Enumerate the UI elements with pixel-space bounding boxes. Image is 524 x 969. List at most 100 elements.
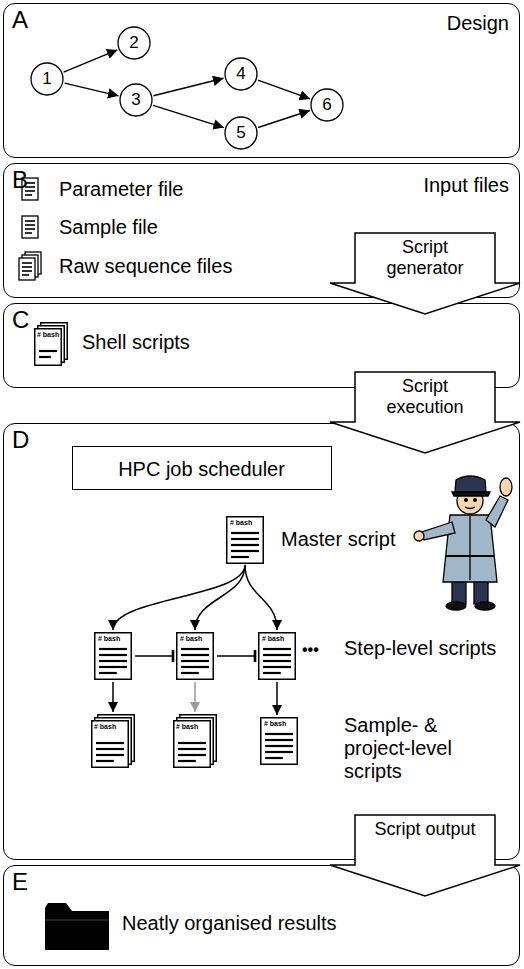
page-outline (177, 633, 214, 680)
page-text-bar (181, 660, 209, 662)
flow-arrow: Script output (330, 815, 520, 897)
step-circle: 4 (224, 57, 258, 91)
scheduler-box: HPC job scheduler (72, 446, 332, 490)
script-tag: # bash (37, 331, 59, 339)
input-file-label: Sample file (59, 216, 158, 239)
page-text-bar (96, 748, 124, 750)
arrow-outline (330, 233, 520, 314)
flow-arrow: Script execution (330, 372, 520, 454)
page-text-bar (263, 672, 281, 674)
script-stack-icon: # bash (173, 714, 217, 768)
step-circle: 1 (30, 62, 64, 96)
panel-title: Neatly organised results (122, 912, 337, 935)
page-text-bar (265, 733, 293, 735)
circle-outline (225, 58, 257, 90)
page-text-bar (96, 760, 114, 762)
panel-title: Design (384, 12, 509, 35)
script-tag: # bash (98, 635, 120, 643)
page-text-bar (96, 754, 124, 756)
script-tag: # bash (94, 723, 116, 731)
flow-connector (276, 682, 278, 715)
input-file-label: Parameter file (59, 178, 184, 201)
page-outline (259, 633, 296, 680)
page-outline (95, 633, 132, 680)
page-outline (174, 721, 211, 768)
flow-arrow-text: Script execution (370, 376, 480, 417)
flow-connector (258, 80, 310, 99)
file-icon (22, 216, 38, 238)
panel-letter: C (12, 306, 29, 334)
script-tag: # bash (264, 720, 286, 728)
page-text-bar (263, 648, 291, 650)
page-outline (261, 718, 298, 765)
page-text-bar (181, 672, 199, 674)
page-text-bar (181, 666, 209, 668)
step-number: 4 (224, 57, 258, 91)
flow-connector (64, 50, 118, 72)
flow-connector (194, 682, 196, 712)
page-outline (35, 329, 62, 366)
step-number: 5 (224, 116, 258, 150)
script-stack-icon: # bash (34, 322, 68, 366)
page-text-bar (178, 760, 196, 762)
page-text-bar (39, 350, 57, 352)
panel-letter: D (12, 426, 29, 454)
circle-outline (225, 117, 257, 149)
node-outline (173, 714, 217, 768)
flow-connector (245, 565, 277, 630)
step-circle: 5 (224, 116, 258, 150)
script-tag: # bash (180, 635, 202, 643)
page-text-bar (39, 356, 51, 358)
script-tag: # bash (230, 519, 252, 527)
panel-title: Shell scripts (82, 331, 190, 354)
page-outline (227, 517, 264, 564)
flow-connector (258, 111, 310, 128)
panel-letter: E (12, 868, 28, 896)
page-text-bar (231, 556, 249, 558)
page-text-bar (99, 654, 127, 656)
flow-arrow-text: Script generator (370, 237, 480, 278)
page-text-bar (99, 666, 127, 668)
flow-connector (112, 682, 114, 712)
arrow-outline (330, 372, 520, 453)
ellipsis-mark: ••• (302, 641, 319, 659)
script-icon: # bash (260, 717, 298, 765)
circle-outline (118, 27, 150, 59)
flow-arrow: Script generator (330, 233, 520, 315)
page-text-bar (231, 550, 259, 552)
arrow-outline (330, 815, 520, 896)
script-level-label: Step-level scripts (344, 637, 514, 660)
circle-outline (120, 84, 152, 116)
page-text-bar (96, 742, 124, 744)
circle-outline (31, 63, 63, 95)
input-file-label: Raw sequence files (59, 255, 232, 278)
script-stack-icon: # bash (91, 714, 135, 768)
page-text-bar (231, 544, 259, 546)
panel-title: Input files (384, 174, 509, 197)
flow-connector (113, 565, 245, 630)
page-text-bar (265, 745, 293, 747)
page-text-bar (181, 648, 209, 650)
flow-connector (195, 565, 245, 630)
script-icon: # bash (176, 632, 214, 680)
stage-panel: HPC job scheduler # bash # bash # bash # bas… (3, 423, 520, 860)
step-number: 3 (119, 83, 153, 117)
page-text-bar (99, 660, 127, 662)
flow-arrow-text: Script output (370, 819, 480, 840)
page-text-bar (99, 672, 117, 674)
script-level-label: Master script (281, 528, 411, 551)
page-text-bar (178, 754, 206, 756)
script-tag: # bash (262, 635, 284, 643)
flow-connector (65, 83, 119, 96)
script-icon: # bash (226, 516, 264, 564)
script-icon: # bash (94, 632, 132, 680)
step-number: 6 (310, 88, 344, 122)
script-tag: # bash (176, 723, 198, 731)
step-circle: 3 (119, 83, 153, 117)
inhibit-connector (135, 655, 173, 657)
scheduler-text: HPC job scheduler (73, 447, 330, 491)
page-text-bar (178, 742, 206, 744)
traffic-police-figure (414, 476, 512, 610)
panel-letter: B (12, 166, 28, 194)
